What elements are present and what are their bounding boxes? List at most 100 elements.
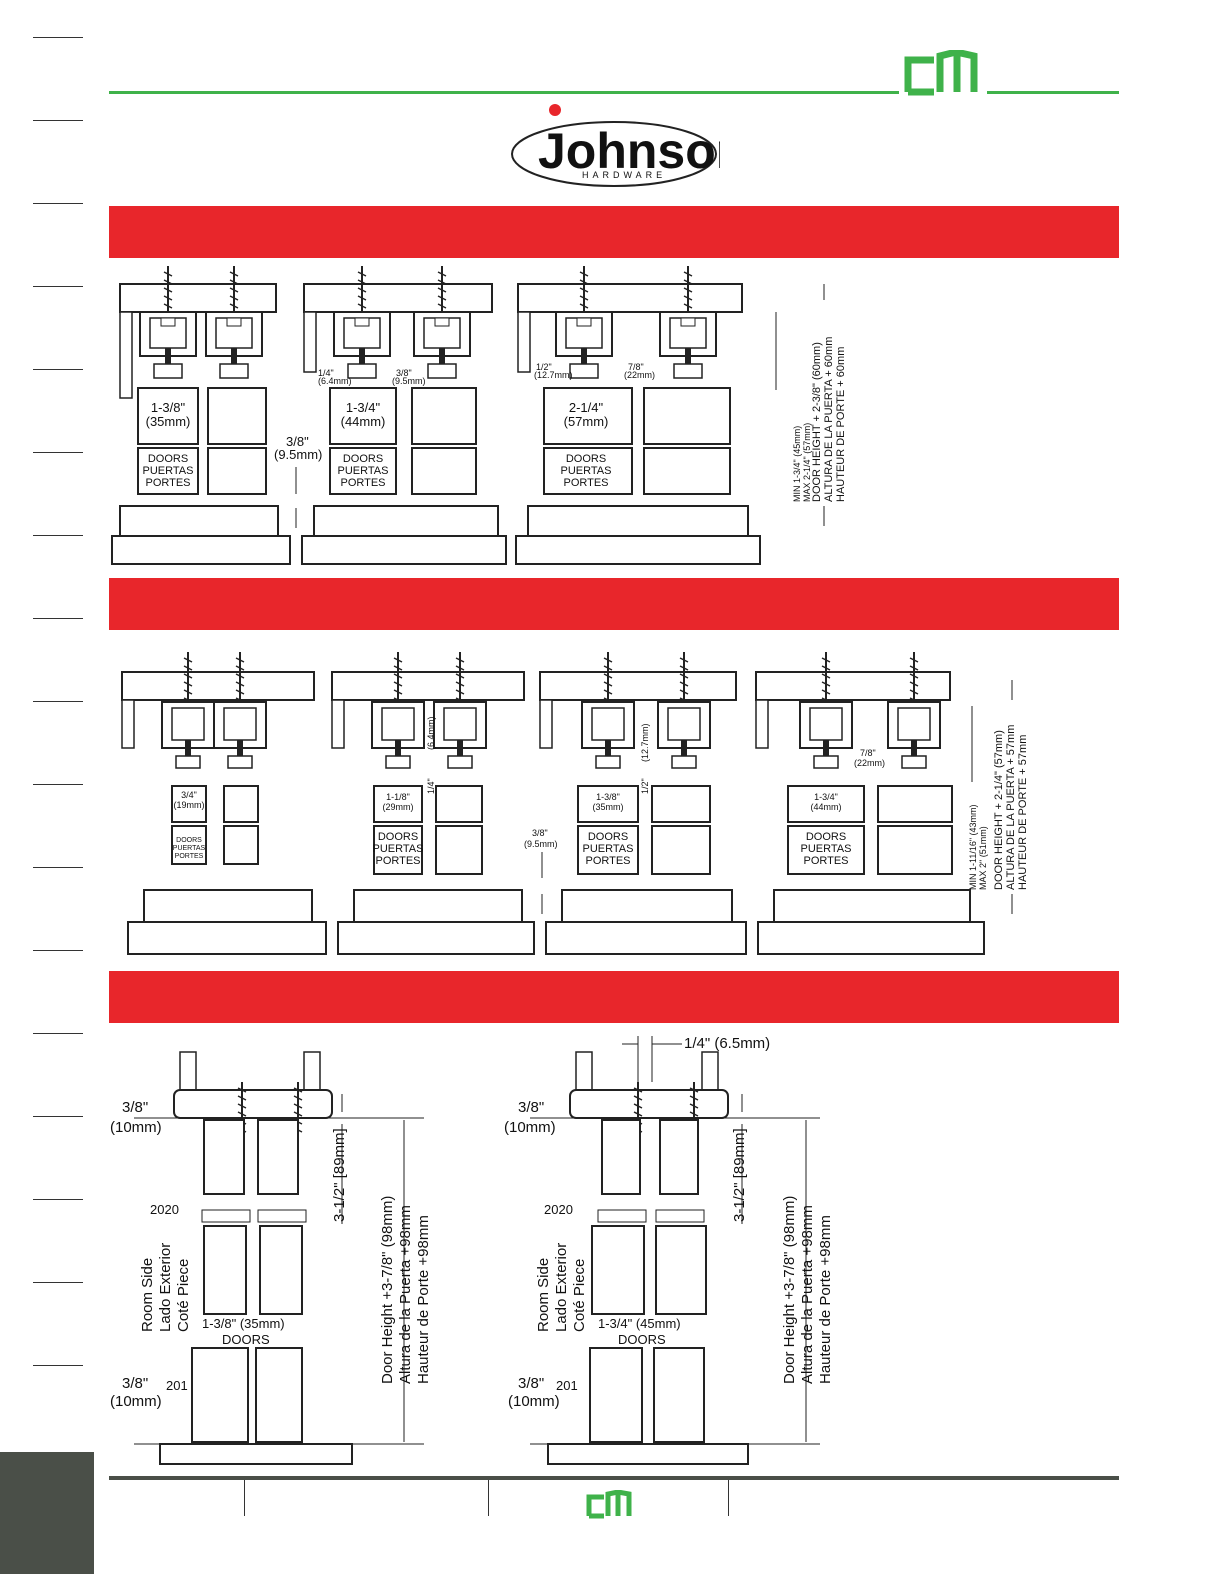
s1-floor-gap: 3/8" <box>286 434 309 449</box>
s2-panel-1: 3/4" (19mm) DOORS PUERTAS PORTES <box>121 651 327 955</box>
s1-p3-puertas: PUERTAS <box>561 465 612 477</box>
s2-p2-gap: 1/4" <box>426 778 436 794</box>
s1-p2-mm: (44mm) <box>341 414 386 429</box>
s1-p3-gap2: 7/8" <box>628 362 644 372</box>
margin-tick <box>33 618 83 619</box>
s1-height-en: DOOR HEIGHT + 2-3/8" (60mm) <box>811 342 823 502</box>
s3l-top-gap: 3/8" <box>122 1099 148 1116</box>
margin-tick <box>33 1365 83 1366</box>
s1-panel-3: 1/2" (12.7mm) 7/8" (22mm) 2-1/4" (57mm) … <box>515 265 761 565</box>
s1-p2-doors: DOORS <box>343 453 383 465</box>
s3l-room-es: Lado Exterior <box>157 1243 174 1332</box>
page-tab-block <box>0 1452 94 1574</box>
logo-wordmark: Johnson <box>538 123 720 179</box>
section-band-2 <box>109 578 1119 630</box>
s3r-room-es: Lado Exterior <box>553 1243 570 1332</box>
s3l-room-fr: Coté Piece <box>175 1259 192 1332</box>
s2-p3-doors: DOORS <box>588 831 628 843</box>
s2-height-en: DOOR HEIGHT + 2-1/4" (57mm) <box>993 730 1005 890</box>
s3l-bottom-gap: 3/8" <box>122 1375 148 1392</box>
s2-p2-size: 1-1/8" <box>386 792 410 802</box>
s3l-room-en: Room Side <box>139 1258 156 1332</box>
s2-thickness-max: MAX 2" (51mm) <box>978 826 988 890</box>
margin-tick <box>33 784 83 785</box>
footer-rule <box>109 1476 1119 1480</box>
s2-p4-gap: 7/8" <box>860 748 876 758</box>
s2-floor-gap: 3/8" <box>532 828 548 838</box>
s3r-part-bottom: 201 <box>556 1378 578 1393</box>
s1-p2-gap-mm: (6.4mm) <box>318 376 352 386</box>
s2-p2-doors: DOORS <box>378 831 418 843</box>
margin-tick <box>33 1033 83 1034</box>
s1-p1-mm: (35mm) <box>146 414 191 429</box>
section3-left-diagram: 3/8" (10mm) 2020 3-1/2" [89mm] Room Side… <box>110 1051 432 1465</box>
s1-p2-gap2: 3/8" <box>396 368 412 378</box>
s3r-doors: DOORS <box>618 1332 666 1347</box>
s1-panel-1: 1-3/8" (35mm) DOORS PUERTAS PORTES <box>111 265 291 565</box>
s3r-top-gap-mm: (10mm) <box>504 1119 556 1136</box>
s1-p3-gap-mm: (12.7mm) <box>534 370 573 380</box>
s3r-room-fr: Coté Piece <box>571 1259 588 1332</box>
s2-p1-portes: PORTES <box>175 853 204 860</box>
s2-p2-puertas: PUERTAS <box>373 843 424 855</box>
margin-tick <box>33 452 83 453</box>
s1-panel-2: 1/4" (6.4mm) 3/8" (9.5mm) 1-3/4" (44mm) … <box>301 265 507 565</box>
s2-p3-puertas: PUERTAS <box>583 843 634 855</box>
margin-tick <box>33 286 83 287</box>
margin-tick <box>33 535 83 536</box>
section2-diagram: 3/4" (19mm) DOORS PUERTAS PORTES 1/4" (6… <box>121 651 1029 955</box>
s3l-doors: DOORS <box>222 1332 270 1347</box>
logo-subtitle: HARDWARE <box>582 170 666 180</box>
s2-p1-doors: DOORS <box>176 837 202 844</box>
s1-p1-size: 1-3/8" <box>151 400 186 415</box>
s2-p2-portes: PORTES <box>375 855 420 867</box>
s2-panel-3: 1/2" (12.7mm) 1-3/8" (35mm) DOORS PUERTA… <box>539 651 747 955</box>
s1-p3-gap: 1/2" <box>536 362 552 372</box>
section-band-3 <box>109 971 1119 1023</box>
s2-p3-gap: 1/2" <box>640 778 650 794</box>
s3r-offset: 1/4" (6.5mm) <box>684 1035 770 1052</box>
s2-p3-portes: PORTES <box>585 855 630 867</box>
s1-p1-doors: DOORS <box>148 453 188 465</box>
s3r-top-gap: 3/8" <box>518 1099 544 1116</box>
s2-p2-mm: (29mm) <box>383 802 414 812</box>
section1-diagram: 1-3/8" (35mm) DOORS PUERTAS PORTES 3/8" … <box>111 265 847 565</box>
margin-tick <box>33 701 83 702</box>
s1-p2-gap: 1/4" <box>318 368 334 378</box>
margin-tick <box>33 1116 83 1117</box>
s3l-drop: 3-1/2" [89mm] <box>331 1128 348 1222</box>
s2-p3-size: 1-3/8" <box>596 792 620 802</box>
s2-thickness-min: MIN 1-11/16" (43mm) <box>968 804 978 890</box>
header-rule-right <box>987 91 1119 94</box>
margin-tick <box>33 203 83 204</box>
s1-p1-portes: PORTES <box>145 477 190 489</box>
margin-tick <box>33 1199 83 1200</box>
s1-p2-portes: PORTES <box>340 477 385 489</box>
margin-tick <box>33 37 83 38</box>
s1-p3-size: 2-1/4" <box>569 400 604 415</box>
section-band-1 <box>109 206 1119 258</box>
s2-p1-size: 3/4" <box>181 790 197 800</box>
s2-p4-doors: DOORS <box>806 831 846 843</box>
s2-p4-size: 1-3/4" <box>814 792 838 802</box>
s3r-bottom-gap: 3/8" <box>518 1375 544 1392</box>
margin-tick <box>33 120 83 121</box>
s3l-door-size: 1-3/8" (35mm) <box>202 1316 285 1331</box>
s2-floor-gap-mm: (9.5mm) <box>524 839 558 849</box>
s3r-drop: 3-1/2" [89mm] <box>731 1128 748 1222</box>
s3r-height-en: Door Height +3-7/8" (98mm) <box>781 1196 798 1384</box>
s2-p4-mm: (44mm) <box>811 802 842 812</box>
header-rule-left <box>109 91 899 94</box>
footer-divider <box>488 1480 489 1516</box>
margin-tick <box>33 1282 83 1283</box>
s1-p1-puertas: PUERTAS <box>143 465 194 477</box>
footer-divider <box>244 1480 245 1516</box>
margin-tick <box>33 369 83 370</box>
s3r-room-en: Room Side <box>535 1258 552 1332</box>
s3l-height-fr: Hauteur de Porte +98mm <box>415 1215 432 1384</box>
margin-tick <box>33 950 83 951</box>
footer-divider <box>728 1480 729 1516</box>
s1-thickness-min: MIN 1-3/4" (45mm) <box>792 426 802 502</box>
s2-height-es: ALTURA DE LA PUERTA + 57mm <box>1005 725 1017 890</box>
s2-p4-puertas: PUERTAS <box>801 843 852 855</box>
